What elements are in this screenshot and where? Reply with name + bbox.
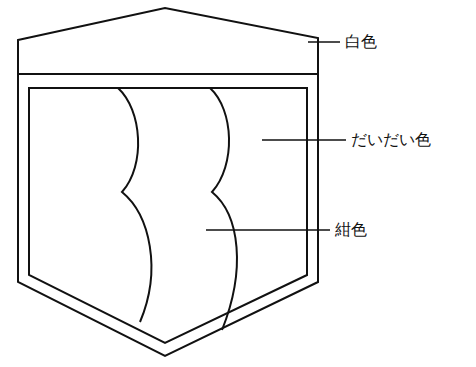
shield-outline — [18, 8, 318, 356]
wave-line — [118, 88, 151, 322]
leader-line — [308, 41, 340, 43]
color-label: 紺色 — [334, 220, 368, 239]
leader-line — [262, 139, 346, 141]
color-label: だいだい色 — [350, 130, 432, 149]
color-label: 白色 — [344, 32, 378, 51]
shield-cap-line — [18, 73, 318, 75]
shield-inner-border — [29, 88, 307, 343]
wave-line — [210, 88, 237, 330]
leader-line — [206, 229, 330, 231]
